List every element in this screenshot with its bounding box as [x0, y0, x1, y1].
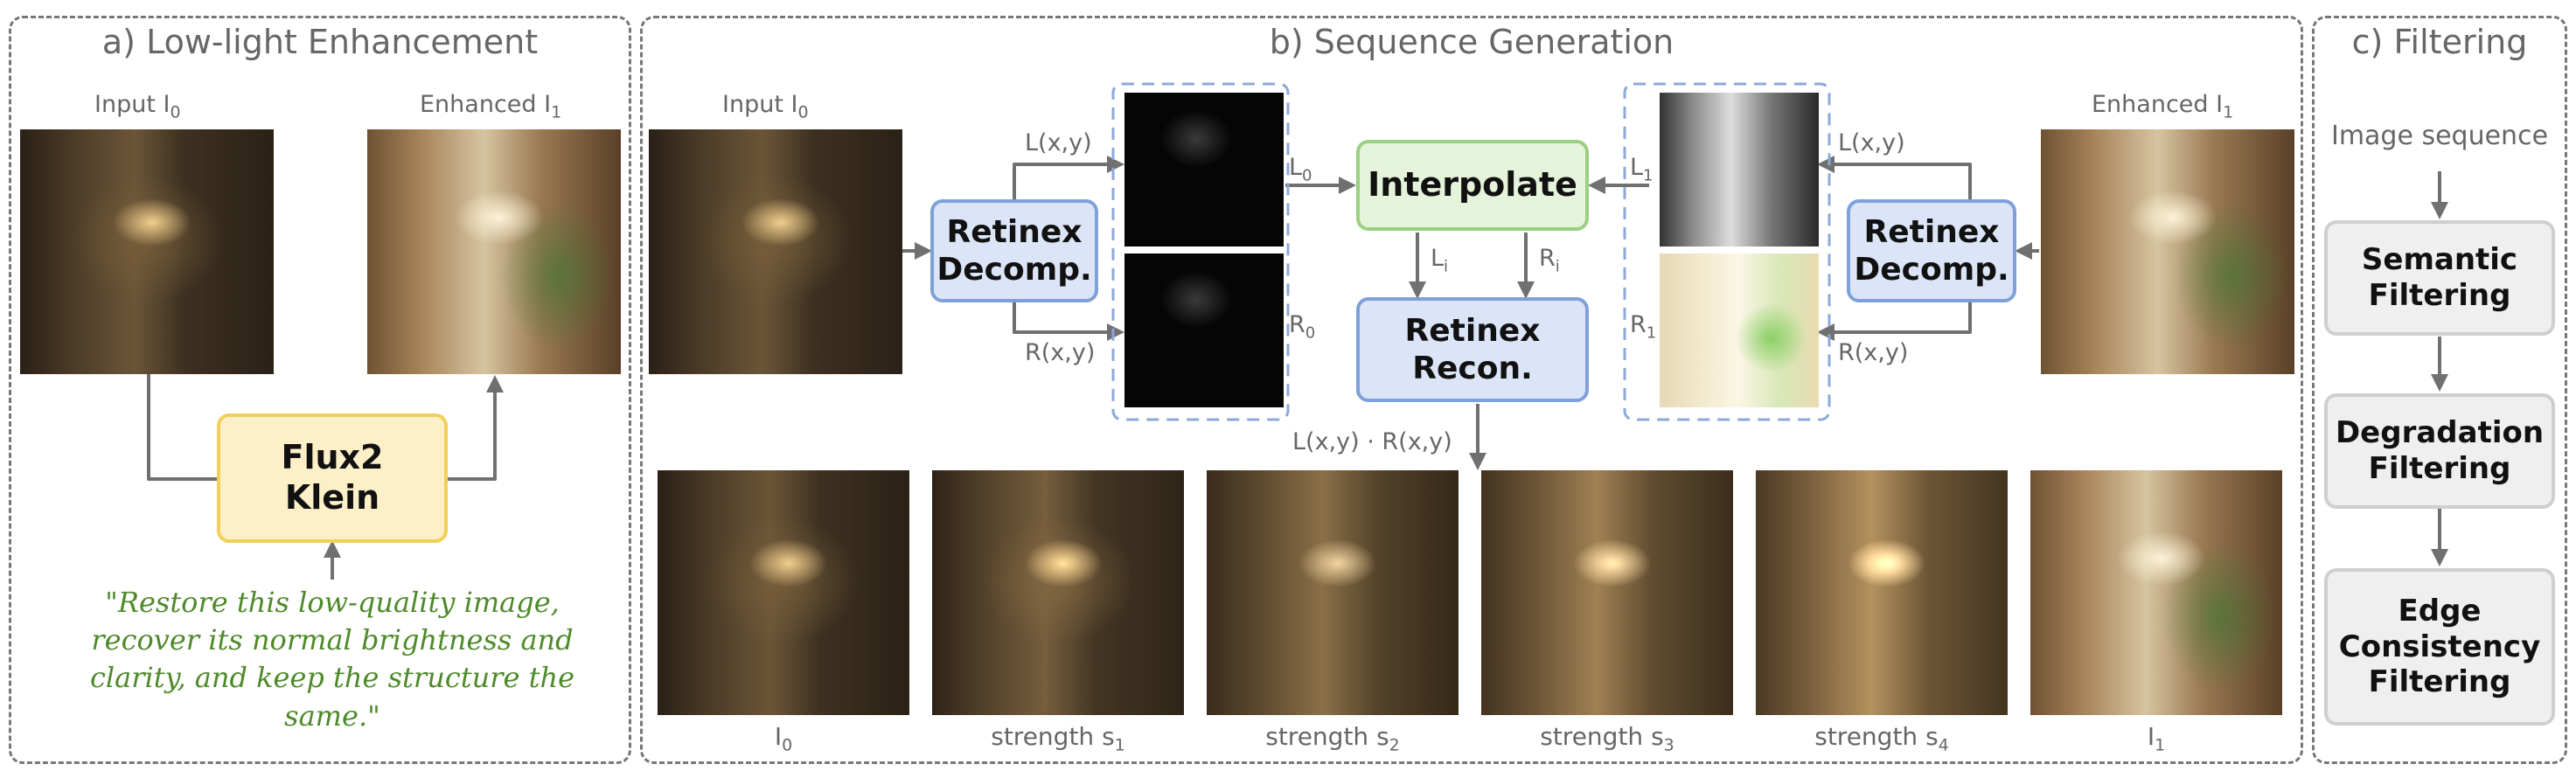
reflectance-R1-image	[1660, 254, 1819, 407]
arrow-decomp-to-R1	[1817, 302, 1972, 341]
L0-label: L0	[1289, 154, 1312, 185]
retinex-recon-box: Retinex Recon.	[1356, 297, 1589, 402]
arrow-model-to-enhanced	[448, 375, 504, 481]
sequence-caption-6: I1	[2147, 722, 2166, 755]
rxy-left-label: R(x,y)	[1025, 339, 1096, 366]
semantic-filtering-box: Semantic Filtering	[2324, 220, 2555, 336]
panel-c-title: c) Filtering	[2351, 23, 2528, 61]
arrow-decomp-to-R0	[1013, 302, 1124, 341]
sequence-caption-3: strength s2	[1265, 722, 1400, 755]
retinex-decomp-left: Retinex Decomp.	[930, 199, 1098, 302]
panel-a-title: a) Low-light Enhancement	[101, 23, 539, 61]
R0-label: R0	[1289, 311, 1316, 343]
sequence-image-1	[658, 470, 909, 715]
panel-filtering	[2312, 16, 2567, 764]
prompt-text: "Restore this low-quality image, recover…	[89, 586, 575, 733]
lxy-left-label: L(x,y)	[1025, 129, 1092, 156]
sequence-image-2	[932, 470, 1184, 715]
Ri-label: Ri	[1539, 245, 1560, 276]
sequence-image-4	[1481, 470, 1733, 715]
reflectance-R0-image	[1124, 254, 1284, 407]
sequence-caption-4: strength s3	[1540, 722, 1674, 755]
sequence-caption-2: strength s1	[991, 722, 1125, 755]
degradation-filtering-box: Degradation Filtering	[2324, 393, 2555, 509]
R1-label: R1	[1630, 311, 1657, 343]
illumination-L1-image	[1660, 93, 1819, 247]
retinex-decomp-right: Retinex Decomp.	[1847, 199, 2016, 302]
rxy-right-label: R(x,y)	[1838, 339, 1909, 366]
enhanced-image-b	[2041, 129, 2294, 374]
sequence-image-3	[1207, 470, 1459, 715]
arrow-input-to-model	[147, 374, 217, 481]
enhanced-label-b: Enhanced I1	[2092, 91, 2234, 122]
arrow-decomp-to-L1	[1817, 156, 1972, 199]
panel-b-title: b) Sequence Generation	[1269, 23, 1674, 61]
panel-sequence-generation	[640, 16, 2303, 764]
lxy-right-label: L(x,y)	[1838, 129, 1905, 156]
image-sequence-label: Image sequence	[2330, 121, 2549, 151]
enhanced-label-a: Enhanced I1	[420, 91, 562, 122]
input-image-b	[649, 129, 902, 374]
sequence-caption-1: I0	[774, 722, 793, 755]
input-label-a: Input I0	[94, 91, 181, 122]
frame-L0-R0	[1111, 82, 1290, 421]
Li-label: Li	[1431, 245, 1449, 276]
enhanced-image-a	[367, 129, 621, 374]
edge-consistency-filtering-box: Edge Consistency Filtering	[2324, 568, 2555, 726]
sequence-caption-5: strength s4	[1814, 722, 1949, 755]
input-label-b: Input I0	[722, 91, 809, 122]
sequence-image-5	[1756, 470, 2008, 715]
input-image-a	[20, 129, 274, 374]
interpolate-box: Interpolate	[1356, 140, 1589, 231]
illumination-L0-image	[1124, 93, 1284, 247]
arrow-decomp-to-L0	[1013, 156, 1124, 199]
panel-low-light-enhancement	[9, 16, 631, 764]
frame-L1-R1	[1623, 82, 1831, 421]
L1-label: L1	[1630, 154, 1654, 185]
sequence-image-6	[2030, 470, 2282, 715]
product-label: L(x,y) · R(x,y)	[1292, 428, 1452, 455]
